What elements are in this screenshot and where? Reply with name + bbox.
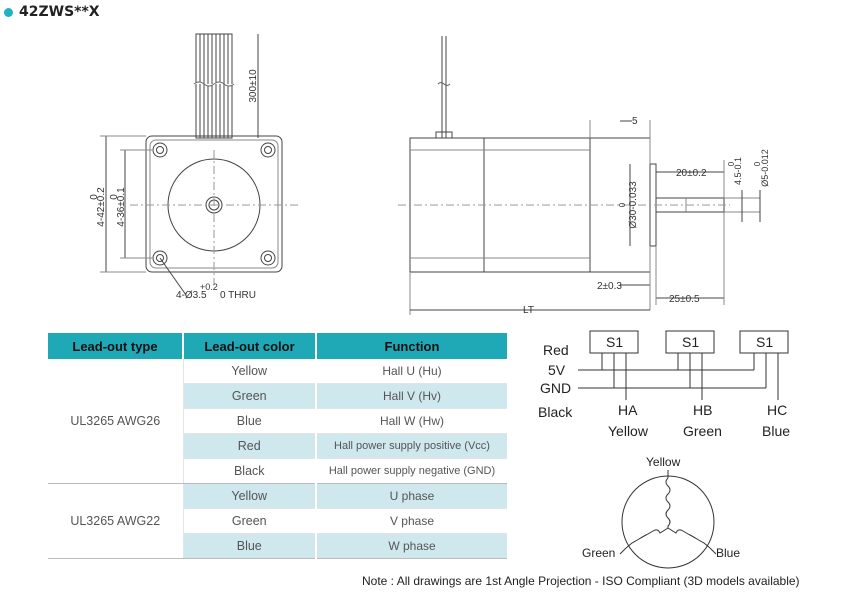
dim-shaft-zero: 0	[753, 161, 762, 166]
dim-2: 2±0.3	[597, 281, 622, 292]
lead-function: Hall U (Hu)	[316, 359, 509, 384]
output-ha: HA	[618, 402, 638, 418]
lead-color: Blue	[183, 533, 317, 559]
hall-sensor-a-label: S1	[606, 334, 623, 350]
hall-sensor-c-label: S1	[756, 334, 773, 350]
projection-note: Note : All drawings are 1st Angle Projec…	[362, 574, 800, 588]
header-function: Function	[316, 333, 509, 359]
mounting-holes	[152, 142, 276, 266]
output-hc: HC	[767, 402, 787, 418]
dim-hole-label: 4-Ø3.5	[176, 290, 207, 301]
header-color: Lead-out color	[183, 333, 317, 359]
table-row: UL3265 AWG26 Yellow Hall U (Hu)	[48, 359, 509, 484]
table-row: Green Hall V (Hv)	[48, 383, 509, 409]
lead-out-table: Lead-out type Lead-out color Function UL…	[48, 333, 509, 559]
dim-36-zero: 0	[109, 194, 120, 200]
wire-label-5v: 5V	[548, 362, 566, 378]
lead-type-awg22: UL3265 AWG22	[48, 483, 184, 559]
table-row: Blue Hall W (Hw)	[48, 408, 509, 434]
dim-pilot-zero: 0	[618, 202, 627, 207]
lead-color: Black	[183, 458, 317, 484]
side-view	[398, 36, 761, 315]
dim-lt: LT	[523, 305, 534, 316]
table-row: UL3265 AWG22 Yellow U phase	[48, 483, 509, 559]
lead-type-awg26: UL3265 AWG26	[48, 359, 184, 484]
table-row: Black Hall power supply negative (GND)	[48, 458, 509, 484]
lead-function: Hall power supply negative (GND)	[316, 458, 509, 484]
hall-sensor-c	[739, 330, 789, 354]
winding-right-label: Blue	[716, 546, 740, 560]
table-row: Red Hall power supply positive (Vcc)	[48, 433, 509, 459]
hall-wiring	[578, 330, 789, 400]
table-row: Green V phase	[48, 508, 509, 534]
output-hc-color: Blue	[762, 423, 790, 439]
winding-left-label: Green	[582, 546, 615, 560]
wire-label-gnd: GND	[540, 380, 571, 396]
winding-diagram	[619, 470, 717, 569]
model-name: 42ZWS**X	[19, 4, 100, 20]
table-header: Lead-out type Lead-out color Function	[48, 333, 509, 359]
dim-42: 4-42±0.2	[96, 187, 107, 227]
lead-color: Yellow	[183, 359, 317, 384]
dim-hole-thru: 0 THRU	[220, 290, 256, 301]
lead-color: Blue	[183, 408, 317, 434]
dim-45-zero: 0	[727, 161, 736, 166]
dim-pilot: Ø30-0.033	[628, 181, 639, 229]
lead-function: U phase	[316, 483, 509, 509]
lead-function: W phase	[316, 533, 509, 559]
dim-5: 5	[632, 116, 638, 127]
dim-42-zero: 0	[89, 194, 100, 200]
output-ha-color: Yellow	[608, 423, 649, 439]
lead-function: V phase	[316, 508, 509, 534]
hall-sensor-b-label: S1	[682, 334, 699, 350]
lead-wires	[193, 33, 235, 139]
dim-36: 4-36±0.1	[116, 187, 127, 227]
wire-label-black: Black	[538, 404, 573, 420]
lead-color: Yellow	[183, 483, 317, 509]
lead-function: Hall power supply positive (Vcc)	[316, 433, 509, 459]
table-row: Blue W phase	[48, 533, 509, 559]
output-hb: HB	[693, 402, 712, 418]
bullet-icon	[4, 7, 13, 17]
lead-function: Hall W (Hw)	[316, 408, 509, 434]
front-view	[100, 33, 300, 296]
dim-45: 4.5-0.1	[733, 157, 743, 185]
wire-label-red: Red	[543, 342, 569, 358]
dim-20: 20±0.2	[676, 168, 707, 179]
lead-color: Red	[183, 433, 317, 459]
dim-25: 25±0.5	[669, 294, 700, 305]
dim-300: 300±10	[248, 69, 259, 103]
header-type: Lead-out type	[48, 333, 184, 359]
lead-function: Hall V (Hv)	[316, 383, 509, 409]
dim-shaft: Ø5-0.012	[760, 149, 770, 187]
output-hb-color: Green	[683, 423, 722, 439]
winding-top-label: Yellow	[646, 455, 681, 469]
lead-color: Green	[183, 508, 317, 534]
lead-color: Green	[183, 383, 317, 409]
dim-hole-tol: +0.2	[200, 282, 218, 292]
page-title: 42ZWS**X	[4, 4, 100, 20]
front-frame	[145, 135, 283, 273]
